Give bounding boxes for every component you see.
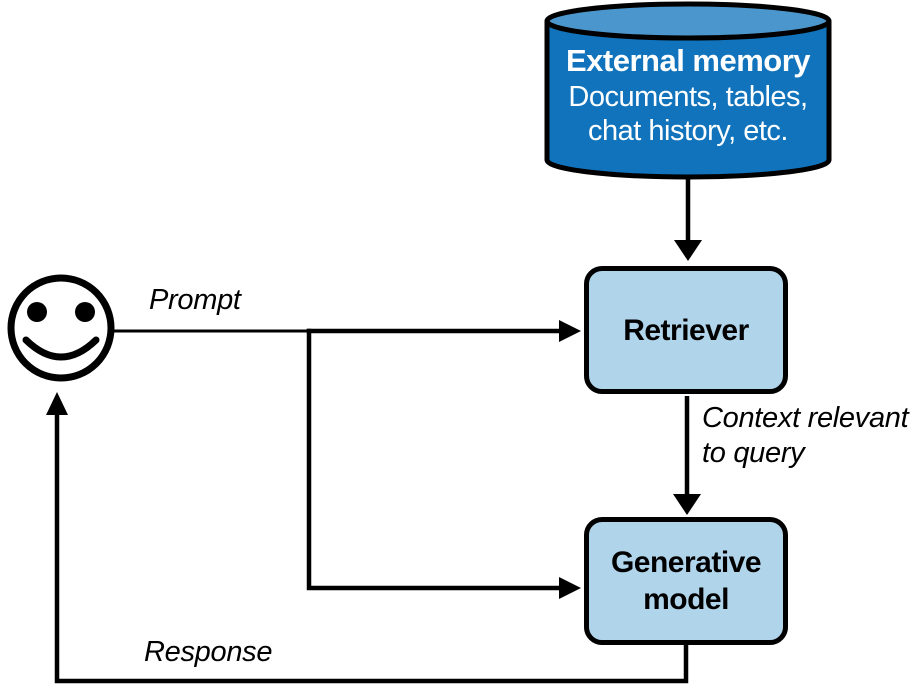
arrow-shaft [306, 328, 559, 591]
arrowhead-up-icon [46, 392, 68, 415]
arrowhead-down-icon [673, 494, 701, 515]
generative-model-label: Generative model [610, 546, 762, 616]
smiley-face-icon [7, 274, 115, 382]
external-memory-subtitle: Documents, tables, chat history, etc. [568, 81, 808, 147]
retriever-to-generative-arrow [673, 396, 701, 515]
arrow-shaft [54, 414, 689, 684]
response-label: Response [144, 636, 273, 668]
database-cylinder-icon [544, 1, 832, 180]
context-relevant-label: Context relevant to query [702, 402, 909, 469]
memory-to-retriever-arrow [674, 178, 702, 261]
arrowhead-down-icon [674, 240, 702, 261]
cylinder-lid [544, 1, 832, 41]
generative-model-box: Generative model [584, 517, 788, 645]
smiley-mouth [22, 336, 100, 361]
smiley-head [7, 274, 115, 382]
arrowhead-right-icon [559, 320, 581, 342]
smiley-right-eye [75, 302, 95, 322]
prompt-label: Prompt [149, 284, 241, 316]
external-memory-text: External memory Documents, tables, chat … [545, 44, 831, 148]
smiley-left-eye [27, 302, 47, 322]
external-memory-title: External memory [565, 43, 811, 78]
cylinder-body [544, 21, 832, 180]
arrowhead-right-icon [559, 577, 581, 599]
prompt-branch-to-generative-arrow [306, 328, 581, 599]
response-arrow [46, 392, 689, 684]
prompt-to-retriever-arrow [113, 320, 581, 342]
retriever-label: Retriever [623, 313, 749, 347]
retriever-box: Retriever [584, 266, 788, 394]
